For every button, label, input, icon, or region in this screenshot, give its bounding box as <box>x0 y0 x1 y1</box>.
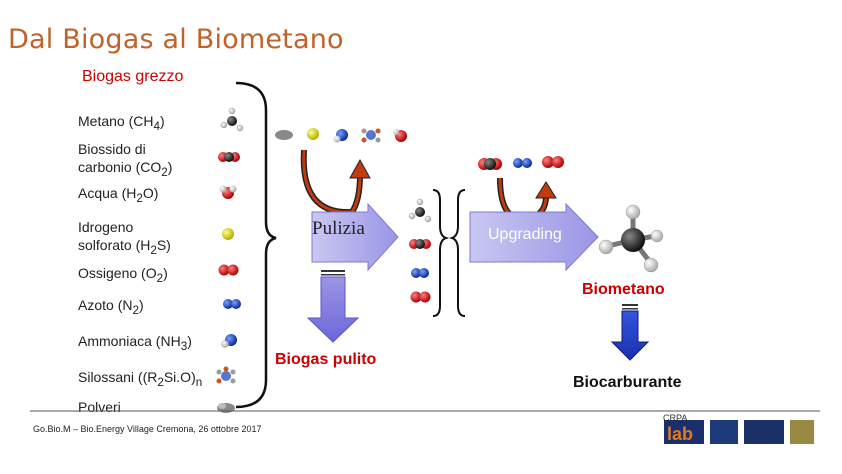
component-water: Acqua (H2O) <box>78 185 159 205</box>
ammonia-molecule-icon <box>221 334 237 348</box>
middle-left-brace <box>432 189 450 317</box>
upgrading-removed-icons <box>478 156 564 170</box>
nitrogen-molecule-icon <box>223 299 241 309</box>
upgrading-label: Upgrading <box>488 226 562 243</box>
methane-middle-icon <box>408 198 432 223</box>
page-title: Dal Biogas al Biometano <box>8 24 344 55</box>
oxygen-middle-icon <box>410 291 431 303</box>
partner-logo-2-icon <box>744 420 784 444</box>
pulizia-label: Pulizia <box>312 218 365 239</box>
partner-logo-1-icon <box>710 420 738 444</box>
co2-molecule-icon <box>218 152 240 162</box>
component-oxygen: Ossigeno (O2) <box>78 265 168 285</box>
biomethane-label: Biometano <box>582 281 665 298</box>
biofuel-label: Biocarburante <box>573 374 682 391</box>
raw-biogas-label: Biogas grezzo <box>82 68 184 85</box>
pulizia-recirculate-arrow <box>300 149 363 216</box>
component-nitrogen: Azoto (N2) <box>78 297 144 317</box>
left-brace <box>235 81 277 409</box>
nitrogen-middle-icon <box>411 268 429 278</box>
removed-impurities-icons <box>275 128 407 143</box>
pulizia-arrow <box>311 202 399 272</box>
component-co2: Biossido di carbonio (CO2) <box>78 141 173 179</box>
water-molecule-icon <box>219 185 237 199</box>
logo-text: CRPA <box>663 413 688 423</box>
h2s-molecule-icon <box>222 228 234 240</box>
partner-logo-3-icon <box>790 420 814 444</box>
component-methane: Metano (CH4) <box>78 113 165 133</box>
component-ammonia: Ammoniaca (NH3) <box>78 333 192 353</box>
biofuel-arrow <box>610 310 650 361</box>
siloxane-molecule-icon <box>216 366 236 384</box>
biomethane-molecule-icon <box>598 204 664 273</box>
svg-text:lab: lab <box>667 424 693 444</box>
component-h2s: Idrogeno solforato (H2S) <box>78 219 171 257</box>
methane-molecule-icon <box>220 107 244 132</box>
upgrading-arrow <box>469 202 599 272</box>
component-siloxanes: Silossani ((R2Si.O)n <box>78 369 203 389</box>
co2-middle-icon <box>409 239 431 249</box>
oxygen-molecule-icon <box>218 264 239 276</box>
crpa-logo-icon: lab <box>664 420 704 444</box>
footer-text: Go.Bio.M – Bio.Energy Village Cremona, 2… <box>33 424 262 434</box>
clean-biogas-arrow <box>306 276 360 343</box>
clean-biogas-label: Biogas pulito <box>275 351 377 368</box>
